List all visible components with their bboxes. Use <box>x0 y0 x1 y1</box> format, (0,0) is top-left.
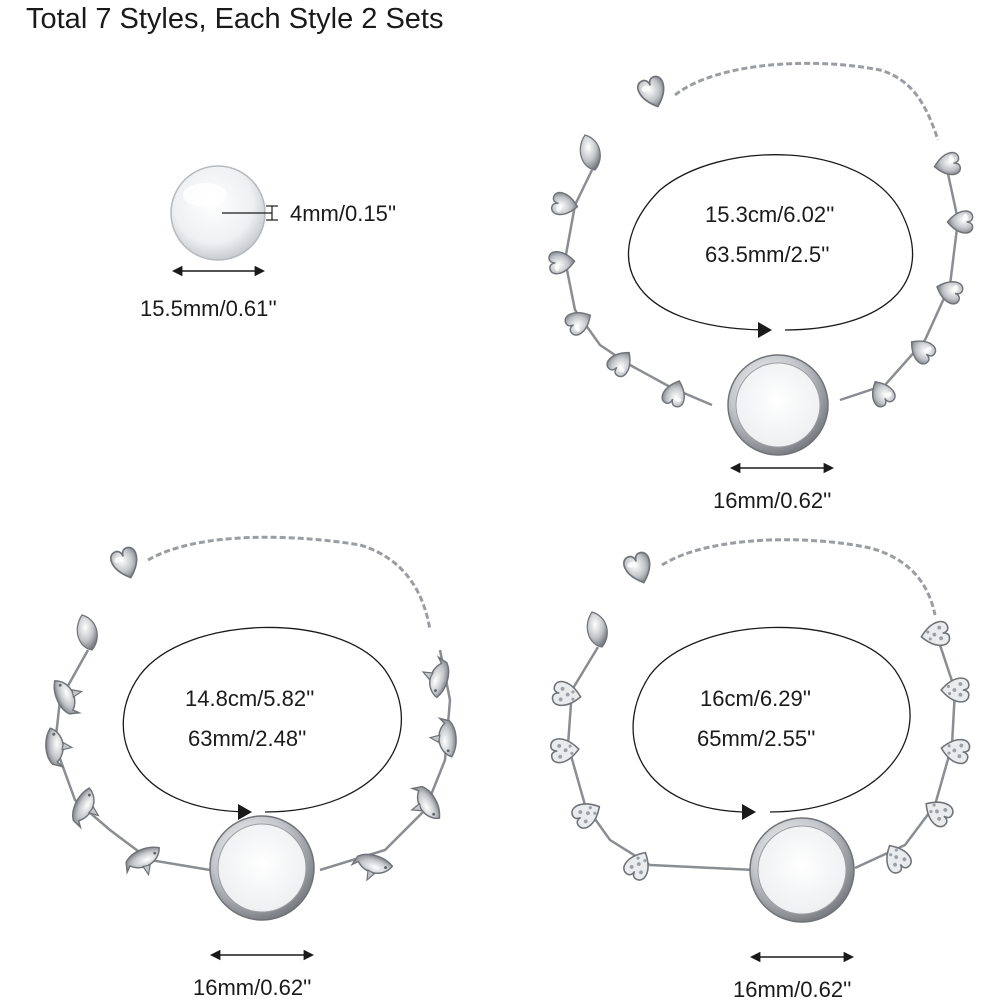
bracelet-heart-link <box>547 61 974 456</box>
bracelet-3-circle-label: 65mm/2.55'' <box>697 726 815 751</box>
cabochon-thickness-label: 4mm/0.15'' <box>290 201 396 226</box>
bracelet-rhinestone-heart-link <box>549 538 972 923</box>
bracelet-3-length-label: 16cm/6.29'' <box>700 686 811 711</box>
bracelet-1-length-circle <box>627 154 914 338</box>
bracelet-2-length-circle <box>122 626 403 820</box>
bracelet-2-length-label: 14.8cm/5.82'' <box>185 686 314 711</box>
page-title: Total 7 Styles, Each Style 2 Sets <box>26 3 443 35</box>
glass-cabochon <box>170 165 278 261</box>
bracelet-2-circle-label: 63mm/2.48'' <box>188 726 306 751</box>
bracelet-dolphin-link <box>45 535 457 921</box>
bracelet-1-length-label: 15.3cm/6.02'' <box>705 202 834 227</box>
bracelet-1-circle-label: 63.5mm/2.5'' <box>705 242 830 267</box>
cabochon-diameter-label: 15.5mm/0.61'' <box>140 296 277 321</box>
bracelet-3-tray-label: 16mm/0.62'' <box>733 977 851 1000</box>
bracelet-2-tray-label: 16mm/0.62'' <box>193 975 311 1000</box>
bracelet-1-tray-label: 16mm/0.62'' <box>713 488 831 513</box>
bracelet-3-length-circle <box>632 626 911 820</box>
